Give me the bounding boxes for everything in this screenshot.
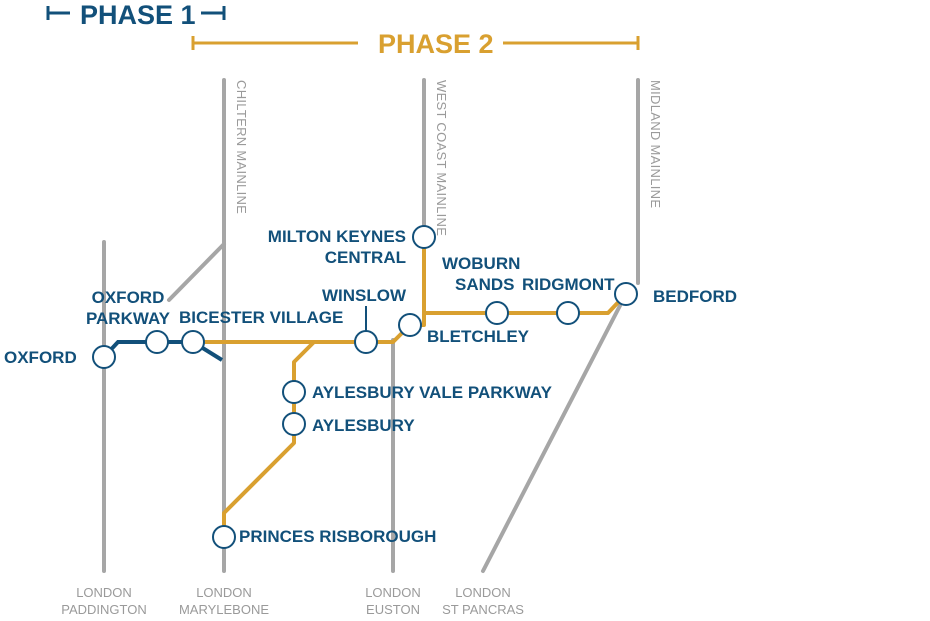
terminus-label-marylebone: LONDON MARYLEBONE: [169, 584, 279, 618]
station-label-milton-keynes-line2: CENTRAL: [324, 248, 406, 267]
mainlines: [102, 78, 640, 573]
station-label-aylesbury-vale-parkway: AYLESBURY VALE PARKWAY: [312, 383, 552, 402]
midland-mainline-label: MIDLAND MAINLINE: [648, 80, 663, 209]
station-label-milton-keynes-central: MILTON KEYNES CENTRAL: [250, 226, 406, 268]
station-marker-ridgmont: [556, 301, 580, 325]
station-label-bicester-village: BICESTER VILLAGE: [179, 308, 344, 327]
station-label-winslow: WINSLOW: [322, 286, 407, 305]
phase2-bracket: [191, 36, 640, 50]
oxford-parkway-connector-track: [167, 242, 226, 302]
station-marker-aylesbury-vale-parkway: [282, 380, 306, 404]
phase2-label: PHASE 2: [374, 29, 498, 59]
station-label-oxford-parkway-line1: OXFORD: [91, 288, 165, 307]
station-marker-bicester-village: [181, 330, 205, 354]
station-label-oxford-parkway-line2: PARKWAY: [85, 309, 171, 328]
station-label-woburn-sands: WOBURN SANDS: [442, 253, 520, 295]
phase1-label: PHASE 1: [76, 0, 200, 30]
station-label-bletchley: BLETCHLEY: [427, 327, 529, 346]
terminus-euston-line2: EUSTON: [366, 602, 420, 617]
terminus-label-st-pancras: LONDON ST PANCRAS: [428, 584, 538, 618]
station-marker-aylesbury: [282, 412, 306, 436]
station-marker-princes-risborough: [212, 525, 236, 549]
station-label-oxford: OXFORD: [4, 348, 77, 367]
terminus-st-pancras-line1: LONDON: [455, 585, 511, 600]
terminus-label-euston: LONDON EUSTON: [338, 584, 448, 618]
station-label-princes-risborough: PRINCES RISBOROUGH: [239, 527, 437, 546]
chiltern-mainline-label: CHILTERN MAINLINE: [234, 80, 249, 215]
station-label-ridgmont: RIDGMONT: [522, 275, 615, 294]
station-marker-woburn-sands: [485, 301, 509, 325]
station-markers: [92, 225, 638, 549]
station-marker-oxford: [92, 345, 116, 369]
station-marker-bletchley: [398, 313, 422, 337]
terminus-paddington-line1: LONDON: [76, 585, 132, 600]
station-label-oxford-parkway: OXFORD PARKWAY: [80, 287, 176, 329]
terminus-marylebone-line1: LONDON: [196, 585, 252, 600]
terminus-paddington-line2: PADDINGTON: [61, 602, 147, 617]
station-marker-milton-keynes: [412, 225, 436, 249]
station-label-milton-keynes-line1: MILTON KEYNES: [267, 227, 406, 246]
station-marker-winslow: [354, 330, 378, 354]
terminus-euston-line1: LONDON: [365, 585, 421, 600]
station-label-woburn-sands-line2: SANDS: [455, 275, 515, 294]
phase1-bracket: [46, 6, 226, 20]
terminus-marylebone-line2: MARYLEBONE: [178, 602, 270, 617]
west-coast-mainline-label: WEST COAST MAINLINE: [434, 80, 449, 237]
station-marker-oxford-parkway: [145, 330, 169, 354]
terminus-label-paddington: LONDON PADDINGTON: [49, 584, 159, 618]
station-marker-bedford: [614, 282, 638, 306]
station-label-woburn-sands-line1: WOBURN: [442, 254, 521, 273]
terminus-st-pancras-line2: ST PANCRAS: [442, 602, 524, 617]
phase-brackets: [46, 6, 640, 50]
station-label-bedford: BEDFORD: [653, 287, 738, 306]
st-pancras-track: [481, 292, 628, 573]
station-label-aylesbury: AYLESBURY: [312, 416, 415, 435]
